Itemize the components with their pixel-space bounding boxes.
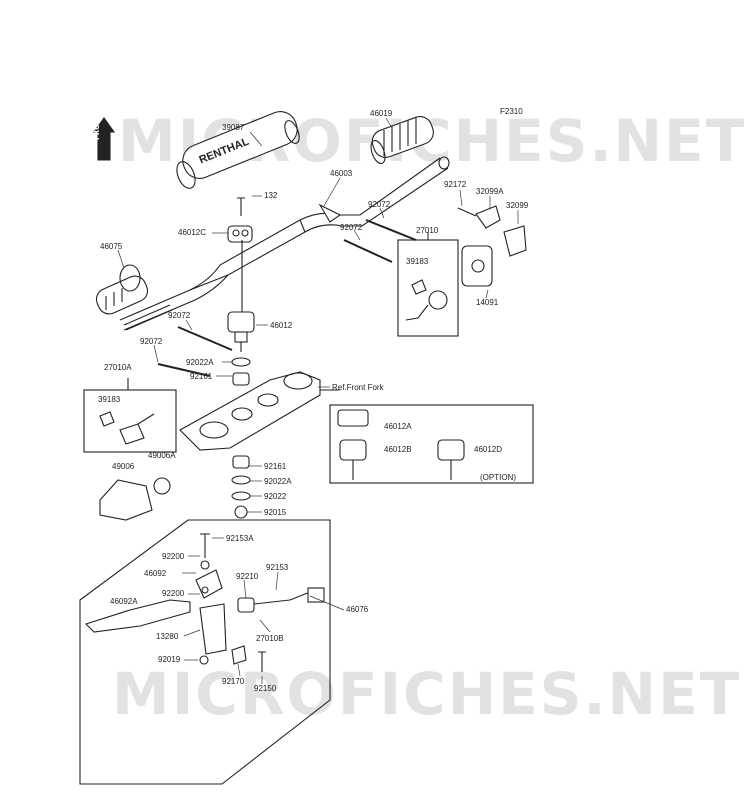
part-92170: 92170 xyxy=(222,677,245,686)
part-46092A: 46092A xyxy=(110,597,138,606)
clamp-46012C xyxy=(227,197,253,243)
cable-tie-1 xyxy=(177,326,233,351)
part-27010B: 27010B xyxy=(256,634,284,643)
part-49006: 49006 xyxy=(112,462,135,471)
throttle-grip xyxy=(370,116,434,165)
watermark-bottom: MICROFICHES.NET xyxy=(112,660,742,728)
part-92161: 92161 xyxy=(190,372,213,381)
part-46012C: 46012C xyxy=(178,228,207,237)
part-92172: 92172 xyxy=(444,180,467,189)
option-label: (OPTION) xyxy=(480,473,516,482)
part-46092: 46092 xyxy=(144,569,167,578)
part-14091: 14091 xyxy=(476,298,499,307)
part-92161-lower: 92161 xyxy=(264,462,287,471)
part-32099: 32099 xyxy=(506,201,529,210)
part-39183-a: 39183 xyxy=(406,257,429,266)
part-49006A: 49006A xyxy=(148,451,176,460)
part-92015: 92015 xyxy=(264,508,287,517)
part-92153A: 92153A xyxy=(226,534,254,543)
upper-triple-clamp xyxy=(179,371,340,451)
option-riser-box xyxy=(329,404,534,484)
renthal-grip xyxy=(176,111,300,189)
ref-front-fork: Ref.Front Fork xyxy=(332,383,384,392)
clutch-perch xyxy=(195,533,325,672)
riser-46012b xyxy=(339,439,367,480)
cable-tie-2 xyxy=(157,363,211,377)
part-92153: 92153 xyxy=(266,563,289,572)
part-46012: 46012 xyxy=(270,321,293,330)
part-46075: 46075 xyxy=(100,242,123,251)
part-92200-b: 92200 xyxy=(162,589,185,598)
handlebar xyxy=(119,156,450,331)
part-92019: 92019 xyxy=(158,655,181,664)
throttle-housing xyxy=(457,205,527,287)
part-92150: 92150 xyxy=(254,684,277,693)
part-92022A: 92022A xyxy=(186,358,214,367)
part-46012A: 46012A xyxy=(384,422,412,431)
part-46019: 46019 xyxy=(370,109,393,118)
cable-tie-4 xyxy=(365,219,417,241)
part-92072-a: 92072 xyxy=(368,200,391,209)
switch-27010-box xyxy=(397,239,459,337)
part-27010A: 27010A xyxy=(104,363,132,372)
front-arrow-label: FRONT xyxy=(93,113,101,140)
part-32099A: 32099A xyxy=(476,187,504,196)
part-46076: 46076 xyxy=(346,605,369,614)
part-13280: 13280 xyxy=(156,632,179,641)
figure-code: F2310 xyxy=(500,107,523,116)
washer-92022 xyxy=(231,491,251,501)
front-arrow-icon xyxy=(92,117,116,161)
clutch-group-box xyxy=(79,519,331,785)
damper-92161-lower xyxy=(232,455,250,469)
cable-tie-3 xyxy=(343,239,393,263)
washer-92022a xyxy=(231,357,251,367)
part-92072-b: 92072 xyxy=(168,311,191,320)
damper-92161 xyxy=(232,372,250,386)
part-92210: 92210 xyxy=(236,572,259,581)
part-46003: 46003 xyxy=(330,169,353,178)
part-92200-a: 92200 xyxy=(162,552,185,561)
part-39183-b: 39183 xyxy=(98,395,121,404)
switch-27010a-box xyxy=(83,389,177,453)
riser-46012 xyxy=(227,240,255,352)
part-92072-d: 92072 xyxy=(140,337,163,346)
riser-46012a xyxy=(337,409,369,427)
part-46012B: 46012B xyxy=(384,445,412,454)
left-grip xyxy=(95,264,149,315)
part-46012D: 46012D xyxy=(474,445,503,454)
clutch-lever xyxy=(84,599,191,633)
leader-lines xyxy=(117,117,519,684)
nut-92015 xyxy=(234,505,248,519)
washer-92022a-lower xyxy=(231,475,251,485)
part-39087: 39087 xyxy=(222,123,245,132)
part-92022: 92022 xyxy=(264,492,287,501)
part-92072-c: 92072 xyxy=(340,223,363,232)
hot-start-lever xyxy=(99,477,171,521)
part-132: 132 xyxy=(264,191,278,200)
part-92022A-lower: 92022A xyxy=(264,477,292,486)
riser-46012d xyxy=(437,439,465,480)
part-27010: 27010 xyxy=(416,226,439,235)
